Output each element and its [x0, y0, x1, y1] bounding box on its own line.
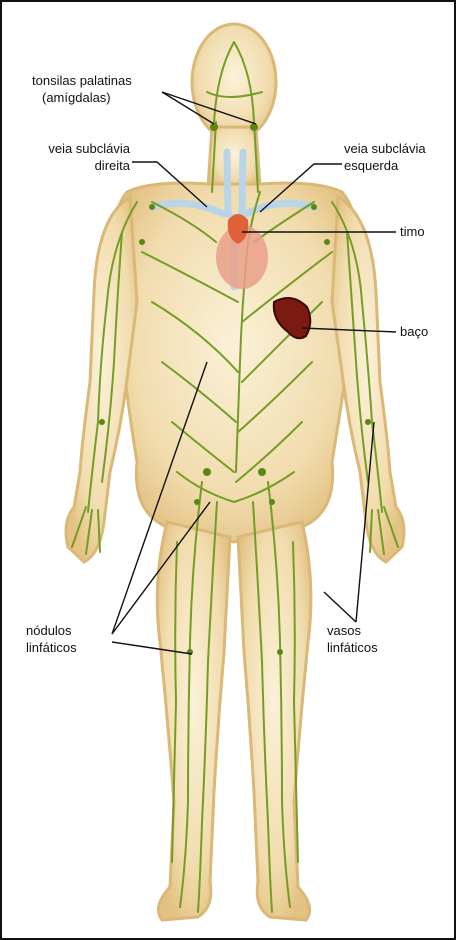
- label-subclavian-left: veia subclávia esquerda: [344, 140, 426, 174]
- label-tonsils-line2: (amígdalas): [32, 89, 132, 106]
- label-subclavian-left-line1: veia subclávia: [344, 140, 426, 157]
- right-arm: [66, 197, 137, 562]
- label-spleen-text: baço: [400, 323, 428, 340]
- label-subclavian-left-line2: esquerda: [344, 157, 426, 174]
- label-lymph-vessels-line1: vasos: [327, 622, 378, 639]
- label-subclavian-right-line1: veia subclávia: [26, 140, 130, 157]
- leader-vessels-1: [324, 592, 356, 622]
- label-lymph-nodes-line2: linfáticos: [26, 639, 77, 656]
- label-lymph-vessels-line2: linfáticos: [327, 639, 378, 656]
- label-tonsils: tonsilas palatinas (amígdalas): [32, 72, 132, 106]
- label-lymph-nodes: nódulos linfáticos: [26, 622, 77, 656]
- label-lymph-nodes-line1: nódulos: [26, 622, 77, 639]
- label-subclavian-right-line2: direita: [26, 157, 130, 174]
- left-leg: [238, 522, 311, 920]
- label-thymus-text: timo: [400, 223, 425, 240]
- label-spleen: baço: [400, 323, 428, 340]
- label-lymph-vessels: vasos linfáticos: [327, 622, 378, 656]
- label-thymus: timo: [400, 223, 425, 240]
- label-subclavian-right: veia subclávia direita: [26, 140, 130, 174]
- label-tonsils-line1: tonsilas palatinas: [32, 72, 132, 89]
